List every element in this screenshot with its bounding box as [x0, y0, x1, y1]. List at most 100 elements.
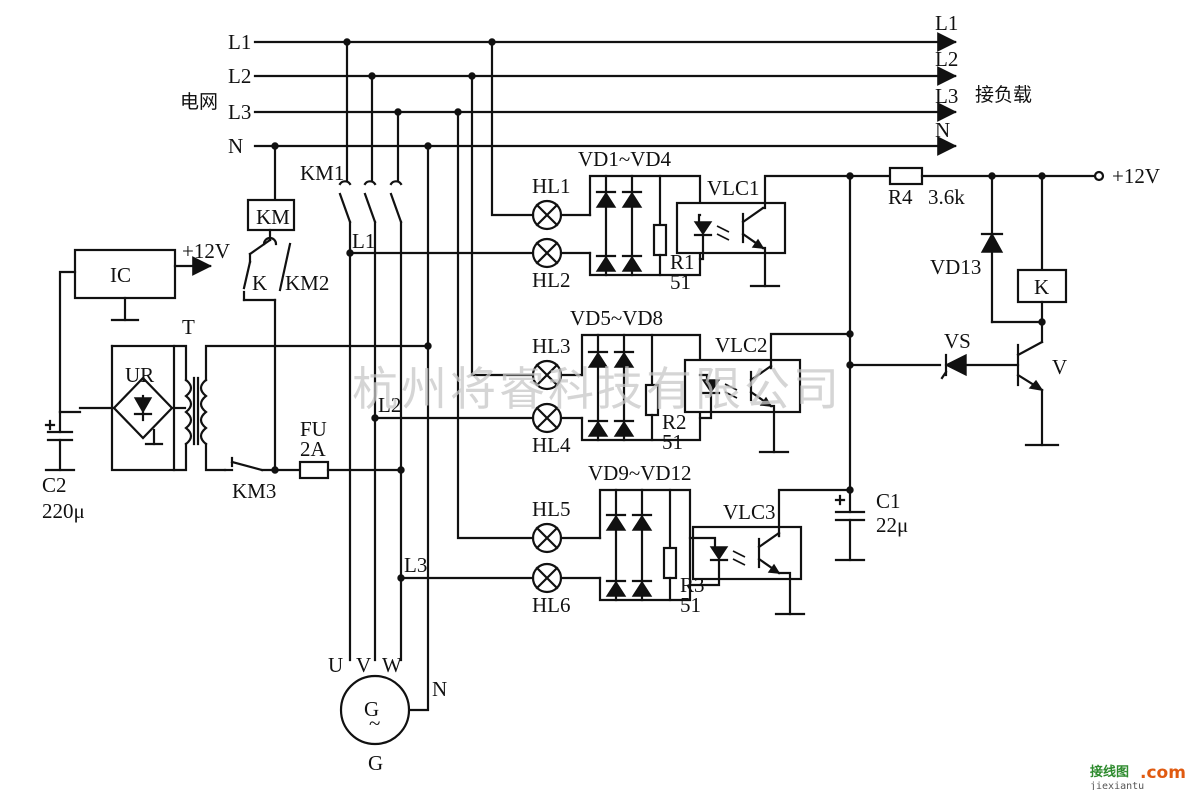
grid-label: 电网 — [180, 91, 218, 113]
coupler-label-3: VLC3 — [723, 500, 776, 524]
lamp-label-hl3: HL3 — [532, 334, 571, 358]
load-l3-label: L3 — [935, 84, 958, 108]
site-logo-url: jiexiantu — [1090, 781, 1144, 790]
phase-v-label: V — [356, 653, 371, 677]
km-coil-label: KM — [256, 205, 290, 229]
fu-value: 2A — [300, 437, 327, 461]
c2-label: C2 — [42, 473, 67, 497]
mains-n-label: N — [228, 134, 243, 158]
power-supply — [44, 248, 432, 480]
km2-label: KM2 — [285, 271, 329, 295]
diode — [605, 580, 627, 597]
diode — [613, 420, 635, 437]
optocoupler-vlc3 — [691, 525, 803, 581]
lamp-label-hl6: HL6 — [532, 593, 571, 617]
mains-bus — [253, 32, 957, 156]
tap-l1-label: L1 — [352, 229, 375, 253]
site-logo-com: .com — [1140, 763, 1186, 783]
r4-resistor — [888, 166, 924, 186]
generator-label: G — [368, 751, 383, 775]
watermark: 杭州将睿科技有限公司 — [352, 362, 842, 416]
ic-label: IC — [110, 263, 131, 287]
lamp-label-hl2: HL2 — [532, 268, 571, 292]
tap-l2-label: L2 — [378, 393, 401, 417]
generator-n-label: N — [432, 677, 447, 701]
lamp-label-hl5: HL5 — [532, 497, 571, 521]
diode — [595, 191, 617, 208]
site-logo-cn: 接线图 — [1090, 764, 1129, 780]
resistor-r1 — [652, 223, 668, 257]
coupler-label-1: VLC1 — [707, 176, 760, 200]
coil-branch — [242, 144, 296, 472]
control-circuit — [763, 166, 1105, 492]
fuse-fu — [298, 460, 330, 480]
diode — [587, 420, 609, 437]
diode — [595, 255, 617, 272]
resistor-value-2: 51 — [662, 430, 683, 454]
vs-label: VS — [944, 329, 971, 353]
km1-label: KM1 — [300, 161, 344, 185]
resistor-value-1: 51 — [670, 270, 691, 294]
diode — [605, 514, 627, 531]
mains-junctions — [271, 38, 496, 150]
mains-l1-label: L1 — [228, 30, 251, 54]
relay-k-label: K — [1034, 275, 1049, 299]
load-label: 接负载 — [975, 84, 1032, 106]
lamp-label-hl4: HL4 — [532, 433, 571, 457]
load-l1-label: L1 — [935, 11, 958, 35]
km1-contacts — [338, 40, 403, 662]
phase-taps — [346, 40, 535, 582]
ic-out-label: +12V — [182, 239, 230, 263]
k-contact-label: K — [252, 271, 267, 295]
r4-label: R4 — [888, 185, 913, 209]
generator — [339, 674, 411, 746]
vd13-label: VD13 — [930, 255, 981, 279]
resistor-r3 — [662, 546, 678, 580]
diode — [613, 351, 635, 368]
cap-c1 — [834, 486, 866, 562]
generator-symbol — [339, 674, 411, 746]
load-n-label: N — [935, 118, 950, 142]
diode — [621, 191, 643, 208]
optocoupler-vlc1 — [675, 201, 787, 255]
resistor-label-2: R2 — [662, 410, 687, 434]
diode — [631, 514, 653, 531]
load-l2-label: L2 — [935, 47, 958, 71]
diodes-label-1: VD1~VD4 — [578, 147, 672, 171]
diodes-label-3: VD9~VD12 — [588, 461, 692, 485]
fu-label: FU — [300, 417, 327, 441]
mains-l3-label: L3 — [228, 100, 251, 124]
neutral-wire — [408, 144, 430, 712]
supply-terminal — [1093, 170, 1105, 182]
tap-l3-label: L3 — [404, 553, 427, 577]
phase-u-label: U — [328, 653, 343, 677]
c1-label: C1 — [876, 489, 901, 513]
c1-value: 22μ — [876, 513, 908, 537]
supply-label: +12V — [1112, 164, 1160, 188]
coupler-label-2: VLC2 — [715, 333, 768, 357]
transistor-v-label: V — [1052, 355, 1067, 379]
lamp-label-hl1: HL1 — [532, 174, 571, 198]
phase-w-label: W — [382, 653, 402, 677]
generator-g: G — [364, 697, 379, 721]
diodes-label-2: VD5~VD8 — [570, 306, 663, 330]
mains-l2-label: L2 — [228, 64, 251, 88]
ur-label: UR — [125, 363, 154, 387]
diode — [621, 255, 643, 272]
ic-box — [73, 248, 177, 300]
c2-value: 220μ — [42, 499, 85, 523]
diode — [631, 580, 653, 597]
resistor-label-1: R1 — [670, 250, 695, 274]
diode — [587, 351, 609, 368]
r4-value: 3.6k — [928, 185, 965, 209]
resistor-label-3: R3 — [680, 573, 705, 597]
km3-label: KM3 — [232, 479, 276, 503]
generator-tilde: ~ — [369, 711, 380, 735]
detector-sections: VD1~VD4HL1HL2R151VLC1VD5~VD8HL3HL4R251VL… — [531, 147, 852, 617]
optocoupler-vlc2 — [683, 358, 802, 414]
t-label: T — [182, 315, 195, 339]
